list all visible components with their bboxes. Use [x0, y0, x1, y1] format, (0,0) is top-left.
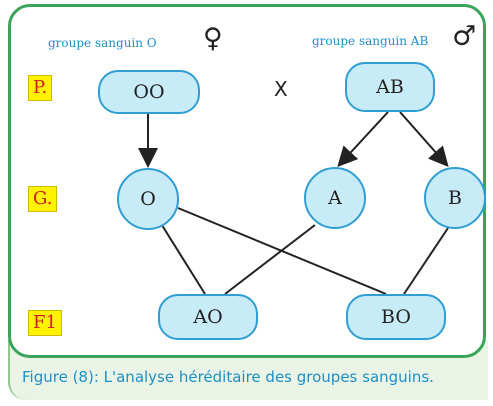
line-o-to-bo [177, 207, 387, 295]
male-group-label: groupe sanguin AB [312, 34, 429, 48]
arrow-ab-to-b [399, 111, 449, 167]
figure-caption: Figure (8): L'analyse héréditaire des gr… [22, 368, 434, 386]
line-a-to-ao [224, 224, 316, 295]
line-o-to-ao [159, 221, 206, 295]
generation-parents-label: P. [28, 75, 53, 101]
gamete-b-node: B [424, 167, 486, 229]
child-ao-node: AO [158, 294, 258, 340]
cross-symbol: X [274, 77, 288, 101]
male-symbol-icon: ♂ [452, 21, 477, 52]
parent-female-node: OO [98, 70, 200, 114]
arrow-ab-to-a [337, 111, 389, 167]
female-symbol-icon: ♀ [203, 23, 223, 54]
gamete-a-node: A [304, 167, 366, 229]
parent-male-node: AB [345, 62, 435, 112]
female-group-label: groupe sanguin O [48, 36, 157, 50]
generation-gametes-label: G. [28, 186, 58, 212]
child-bo-node: BO [346, 294, 446, 340]
gamete-o-node: O [117, 168, 179, 230]
line-b-to-bo [403, 227, 449, 295]
generation-f1-label: F1 [28, 310, 62, 336]
